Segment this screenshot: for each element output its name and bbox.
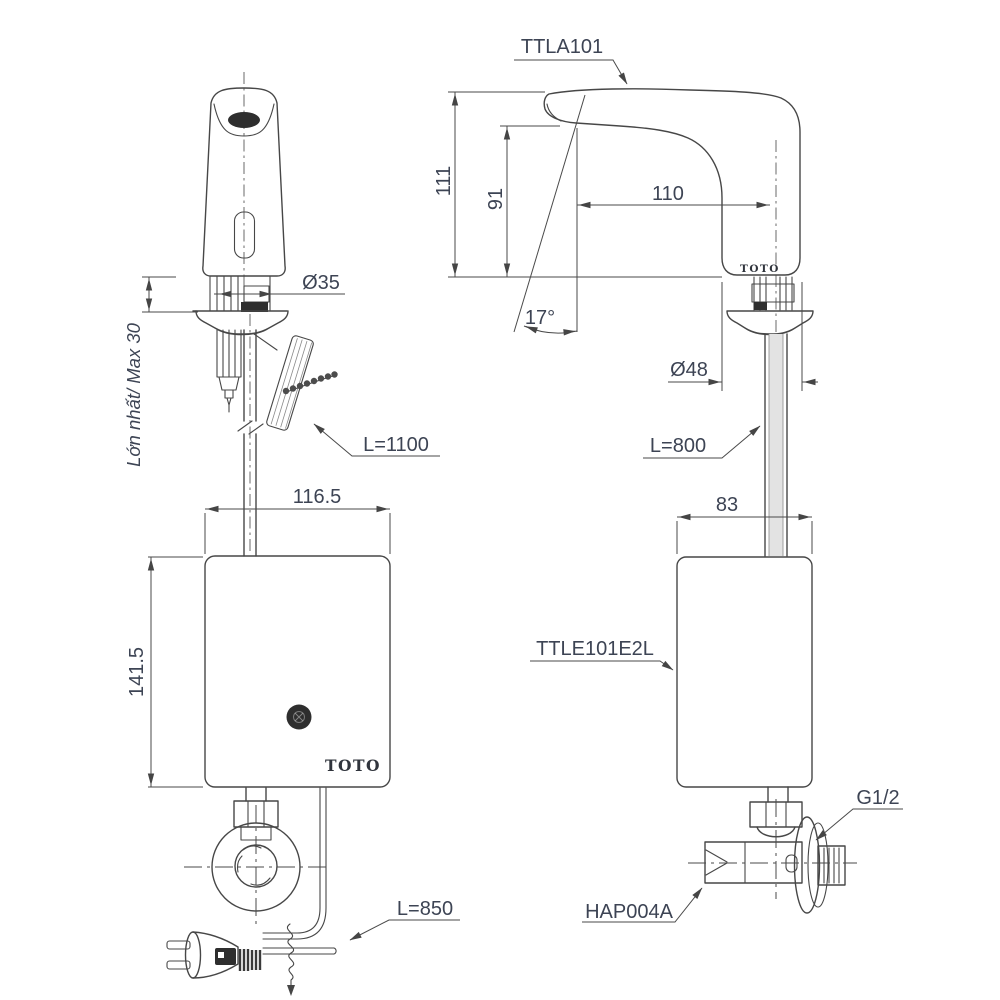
dim-base-diameter: Ø48 (670, 359, 708, 381)
dim-outlet-height: 91 (485, 188, 507, 210)
hose-leader (313, 423, 440, 457)
valve-centerlines-front (184, 805, 328, 929)
toto-logo-front: TOTO (325, 756, 381, 775)
plug-face (184, 931, 202, 979)
angle-valve: G1/2 HAP004A (582, 786, 903, 923)
side-view: TTLA101 TOTO (433, 36, 903, 923)
spout-outlet-front (228, 112, 260, 128)
dim-shank-diameter: Ø35 (302, 272, 340, 294)
escutcheon-front (195, 310, 289, 335)
controller-box-front: TOTO (204, 555, 391, 788)
controller-box-side: TTLE101E2L (530, 556, 813, 788)
thread-connector (817, 845, 846, 886)
plug-prong (166, 960, 191, 970)
cord-leader (349, 919, 460, 941)
dim-total-height: 111 (433, 166, 455, 196)
front-view: TOTO (123, 72, 460, 996)
supply-leader (643, 425, 761, 459)
escutcheon-side (726, 310, 814, 335)
dim-controller-height: 141.5 (126, 647, 148, 697)
power-plug (166, 931, 262, 979)
side-faucet-body: TOTO (513, 88, 801, 556)
riser-pipe-front (243, 329, 257, 557)
strain-relief (238, 949, 262, 971)
front-body-outline (202, 87, 286, 277)
dim-supply-length: L=800 (650, 435, 706, 457)
front-dimensions: Lớn nhất/ Max 30 Ø35 L=1100 116.5 141.5 … (123, 272, 460, 941)
sensor-window (233, 211, 256, 259)
label-valve-model: HAP004A (585, 901, 673, 923)
spout-nose-line (546, 103, 562, 122)
tube-tip (218, 376, 240, 413)
dim-spout-reach: 110 (652, 183, 684, 205)
front-faucet-body (202, 72, 286, 309)
hose-link-line (253, 333, 278, 351)
shank-spacer-front (241, 302, 268, 312)
power-cord (262, 787, 337, 996)
dim-spout-angle: 17° (525, 307, 555, 329)
bead-chain (282, 371, 338, 395)
coil-tie (286, 923, 295, 989)
dim-max30: Lớn nhất/ Max 30 (123, 322, 144, 467)
valve-centerlines-side (688, 799, 857, 899)
side-dimensions: 111 91 110 17° Ø48 L=800 83 (433, 91, 818, 554)
dim-controller-width: 116.5 (293, 486, 342, 508)
angle-line (513, 94, 586, 333)
label-valve-thread: G1/2 (856, 787, 899, 809)
pipe-break-marks (237, 420, 264, 435)
dim-controller-depth: 83 (716, 494, 738, 516)
label-controller-model: TTLE101E2L (536, 638, 654, 660)
toto-logo-side: TOTO (740, 263, 780, 275)
supply-pipe-side (764, 333, 788, 557)
wall-flange-front (793, 816, 821, 914)
front-stop-valve (184, 787, 328, 929)
side-mounting (726, 276, 814, 336)
flexible-hose (266, 335, 314, 431)
label-spout-model: TTLA101 (521, 36, 603, 58)
wall-flange-back (807, 822, 829, 908)
front-underdeck (216, 314, 338, 557)
threaded-tube (216, 329, 242, 378)
escutcheon-bowl-front (214, 327, 270, 336)
plug-body (192, 931, 239, 979)
plug-prong (166, 940, 191, 950)
side-body-outline (543, 88, 801, 276)
spout-label: TTLA101 (514, 36, 628, 85)
dim-hose-length: L=1100 (363, 434, 429, 456)
front-top-rim (213, 103, 275, 137)
dim-cord-length: L=850 (397, 898, 453, 920)
front-mounting (192, 275, 289, 336)
